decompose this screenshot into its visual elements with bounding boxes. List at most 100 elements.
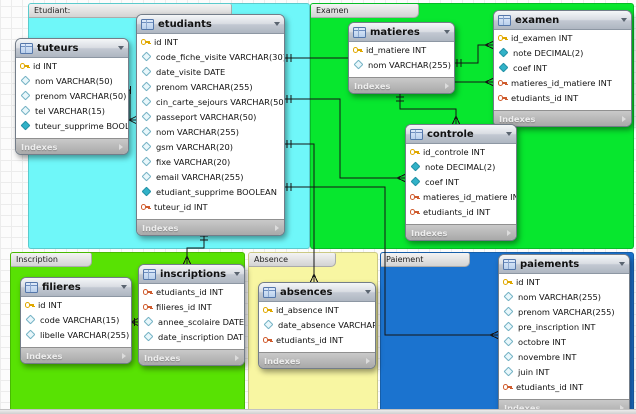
indexes-footer[interactable]: Indexes: [494, 110, 631, 126]
indexes-footer[interactable]: Indexes: [406, 224, 516, 240]
column-row-gsm[interactable]: gsm VARCHAR(20): [137, 139, 284, 154]
column-row-note[interactable]: note DECIMAL(2): [406, 159, 516, 174]
column-row-pre-inscription[interactable]: pre_inscription INT: [499, 319, 629, 334]
column-row-fixe[interactable]: fixe VARCHAR(20): [137, 154, 284, 169]
column-row-cin-carte-sejours[interactable]: cin_carte_sejours VARCHAR(50): [137, 94, 284, 109]
column-row-etudiants-id[interactable]: etudiants_id INT: [494, 90, 631, 105]
indexes-footer[interactable]: Indexes: [21, 347, 131, 363]
expand-indexes-icon[interactable]: [275, 224, 279, 231]
column-row-date-absence[interactable]: date_absence VARCHAR(45): [259, 317, 375, 332]
table-header[interactable]: tuteurs: [16, 39, 128, 58]
expand-indexes-icon[interactable]: [366, 357, 370, 364]
column-row-etudiants-id[interactable]: etudiants_id INT: [259, 332, 375, 347]
collapse-arrow-icon[interactable]: [621, 18, 627, 22]
column-row-novembre[interactable]: novembre INT: [499, 349, 629, 364]
column-row-id-absence[interactable]: id_absence INT: [259, 302, 375, 317]
relationship-matieres-examen[interactable]: [453, 40, 494, 68]
column-row-prenom[interactable]: prenom VARCHAR(255): [137, 79, 284, 94]
relationship-etudiants-absences[interactable]: [283, 140, 319, 283]
column-row-etudiant-supprime[interactable]: etudiant_supprime BOOLEAN: [137, 184, 284, 199]
column-row-prenom[interactable]: prenom VARCHAR(255): [499, 304, 629, 319]
column-row-tuteur-id[interactable]: tuteur_id INT: [137, 199, 284, 214]
table-header[interactable]: matieres: [349, 23, 454, 42]
table-header[interactable]: etudiants: [137, 15, 284, 34]
column-row-note[interactable]: note DECIMAL(2): [494, 45, 631, 60]
indexes-footer[interactable]: Indexes: [139, 349, 244, 365]
column-row-nom[interactable]: nom VARCHAR(50): [16, 73, 128, 88]
relationship-etudiants-paiements[interactable]: [283, 183, 499, 340]
expand-indexes-icon[interactable]: [122, 352, 126, 359]
column-row-id-matiere[interactable]: id_matiere INT: [349, 42, 454, 57]
table-header[interactable]: filieres: [21, 278, 131, 297]
column-row-matieres-id-matiere[interactable]: matieres_id_matiere INT: [406, 189, 516, 204]
indexes-footer[interactable]: Indexes: [16, 138, 128, 154]
column-row-id[interactable]: id INT: [499, 274, 629, 289]
collapse-arrow-icon[interactable]: [118, 46, 124, 50]
column-row-id-examen[interactable]: id_examen INT: [494, 30, 631, 45]
expand-indexes-icon[interactable]: [235, 354, 239, 361]
column-row-libelle[interactable]: libelle VARCHAR(255): [21, 327, 131, 342]
column-row-etudiants-id[interactable]: etudiants_id INT: [139, 284, 244, 299]
column-row-matieres-id-matiere[interactable]: matieres_id_matiere INT: [494, 75, 631, 90]
collapse-arrow-icon[interactable]: [234, 272, 240, 276]
collapse-arrow-icon[interactable]: [444, 30, 450, 34]
layer-tab[interactable]: Inscription: [11, 253, 92, 267]
column-row-octobre[interactable]: octobre INT: [499, 334, 629, 349]
collapse-arrow-icon[interactable]: [274, 22, 280, 26]
expand-indexes-icon[interactable]: [622, 115, 626, 122]
column-row-code-fiche-visite[interactable]: code_fiche_visite VARCHAR(30): [137, 49, 284, 64]
table-header[interactable]: inscriptions: [139, 265, 244, 284]
collapse-arrow-icon[interactable]: [121, 285, 127, 289]
layer-tab[interactable]: Paiement: [381, 253, 470, 267]
column-row-annee-scolaire[interactable]: annee_scolaire DATE: [139, 314, 244, 329]
column-row-id[interactable]: id INT: [21, 297, 131, 312]
column-row-code[interactable]: code VARCHAR(15): [21, 312, 131, 327]
column-row-coef[interactable]: coef INT: [406, 174, 516, 189]
expand-indexes-icon[interactable]: [620, 404, 624, 411]
column-row-email[interactable]: email VARCHAR(255): [137, 169, 284, 184]
column-row-id[interactable]: id INT: [16, 58, 128, 73]
column-row-tuteur-supprime[interactable]: tuteur_supprime BOOLEAN: [16, 118, 128, 133]
column-row-tel[interactable]: tel VARCHAR(15): [16, 103, 128, 118]
indexes-footer[interactable]: Indexes: [259, 352, 375, 368]
table-header[interactable]: absences: [259, 283, 375, 302]
collapse-arrow-icon[interactable]: [365, 290, 371, 294]
horizontal-scrollbar[interactable]: [0, 409, 636, 414]
layer-tab[interactable]: Examen: [311, 4, 419, 18]
expand-indexes-icon[interactable]: [445, 82, 449, 89]
relationship-matieres-controle[interactable]: [396, 92, 461, 125]
relationship-etudiants-controle[interactable]: [283, 95, 406, 183]
column-row-etudiants-id[interactable]: etudiants_id INT: [499, 379, 629, 394]
column-row-filieres-id[interactable]: filieres_id INT: [139, 299, 244, 314]
column-row-passeport[interactable]: passeport VARCHAR(50): [137, 109, 284, 124]
column-row-nom[interactable]: nom VARCHAR(255): [499, 289, 629, 304]
indexes-footer[interactable]: Indexes: [349, 77, 454, 93]
collapse-arrow-icon[interactable]: [506, 132, 512, 136]
expand-indexes-icon[interactable]: [507, 229, 511, 236]
table-header[interactable]: paiements: [499, 255, 629, 274]
indexes-footer[interactable]: Indexes: [137, 219, 284, 235]
column-row-id-controle[interactable]: id_controle INT: [406, 144, 516, 159]
column-row-id[interactable]: id INT: [137, 34, 284, 49]
column-row-date-visite[interactable]: date_visite DATE: [137, 64, 284, 79]
collapse-arrow-icon[interactable]: [619, 262, 625, 266]
column-row-prenom[interactable]: prenom VARCHAR(50): [16, 88, 128, 103]
column-row-etudiants-id[interactable]: etudiants_id INT: [406, 204, 516, 219]
table-header[interactable]: examen: [494, 11, 631, 30]
column-row-date-inscription[interactable]: date_inscription DATE: [139, 329, 244, 344]
relationship-etudiants-inscriptions[interactable]: [182, 232, 209, 265]
column-row-coef[interactable]: coef INT: [494, 60, 631, 75]
column-row-nom[interactable]: nom VARCHAR(255): [137, 124, 284, 139]
table-header[interactable]: controle: [406, 125, 516, 144]
column-row-juin[interactable]: juin INT: [499, 364, 629, 379]
